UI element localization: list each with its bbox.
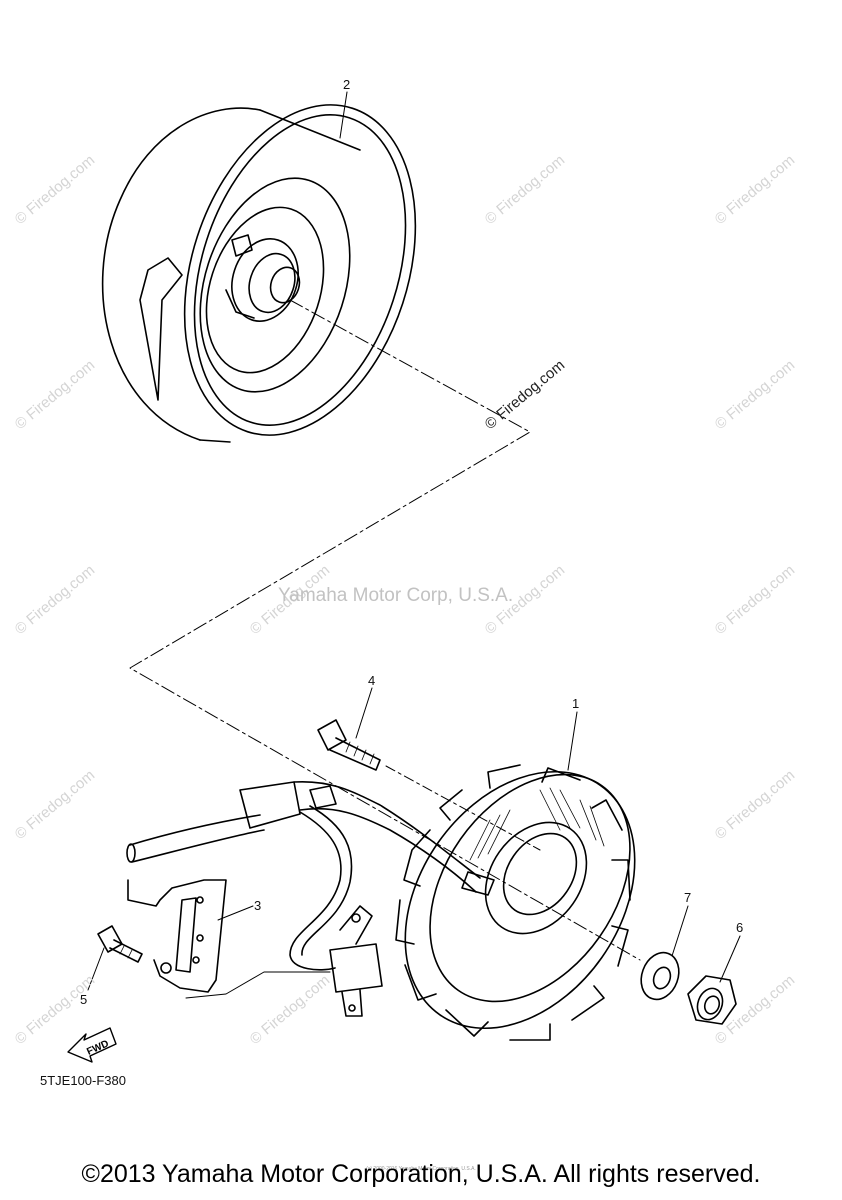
tiny-copyright-note: (c) 2000-2016 Yamaha Motor Corporation, … bbox=[366, 1166, 476, 1172]
fwd-arrow-icon bbox=[67, 1027, 117, 1063]
copyright-footer: ©2013 Yamaha Motor Corporation, U.S.A. A… bbox=[81, 1160, 761, 1188]
washer bbox=[640, 951, 680, 1001]
clamp-screw bbox=[97, 925, 143, 963]
nut bbox=[687, 975, 737, 1025]
callout-4: 4 bbox=[368, 673, 375, 688]
watermark: © Firedog.com bbox=[712, 972, 798, 1048]
watermark: © Firedog.com bbox=[712, 767, 798, 843]
watermark-dark: © Firedog.com bbox=[482, 357, 568, 433]
callout-2: 2 bbox=[343, 77, 350, 92]
callout-5: 5 bbox=[80, 992, 87, 1007]
watermark: © Firedog.com bbox=[712, 152, 798, 228]
callout-3: 3 bbox=[254, 898, 261, 913]
watermark: © Firedog.com bbox=[12, 152, 98, 228]
alignment-centerline bbox=[129, 299, 641, 961]
center-watermark: Yamaha Motor Corp, U.S.A. bbox=[278, 585, 514, 606]
stator-assembly bbox=[395, 764, 636, 1041]
callout-6: 6 bbox=[736, 920, 743, 935]
leader-lines bbox=[87, 91, 741, 999]
stator-bolt bbox=[317, 719, 381, 771]
drawing-code: 5TJE100-F380 bbox=[40, 1073, 126, 1088]
watermark: © Firedog.com bbox=[12, 562, 98, 638]
watermark: © Firedog.com bbox=[482, 152, 568, 228]
watermark: © Firedog.com bbox=[12, 767, 98, 843]
rotor-assembly bbox=[101, 104, 417, 443]
wire-harness bbox=[126, 780, 495, 971]
pickup-coil bbox=[329, 905, 383, 1017]
callout-1: 1 bbox=[572, 696, 579, 711]
callout-7: 7 bbox=[684, 890, 691, 905]
lead-wire-clamp bbox=[127, 879, 227, 993]
watermark: © Firedog.com bbox=[247, 972, 333, 1048]
watermark: © Firedog.com bbox=[12, 357, 98, 433]
watermark: © Firedog.com bbox=[712, 562, 798, 638]
watermark: © Firedog.com bbox=[712, 357, 798, 433]
